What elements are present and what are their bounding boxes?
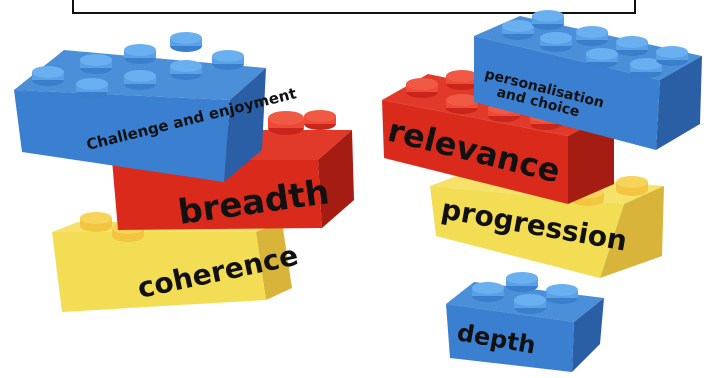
title-box	[72, 0, 636, 14]
brick-challenge: Challenge and enjoyment	[14, 32, 298, 182]
brick-depth: depth	[446, 272, 604, 372]
brick-personalisation: personalisation and choice	[474, 10, 702, 150]
brick-coherence: coherence	[52, 212, 301, 312]
